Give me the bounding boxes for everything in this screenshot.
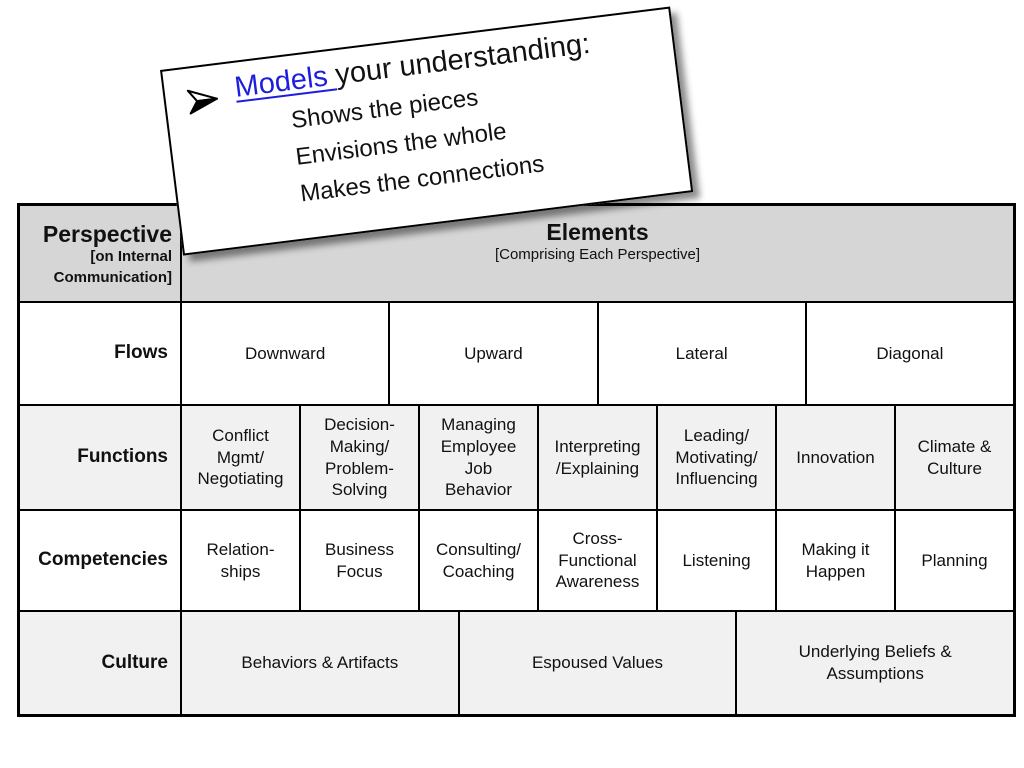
functions-cell-managing: Managing Employee Job Behavior — [418, 406, 537, 509]
functions-cell-interpreting: Interpreting /Explaining — [537, 406, 656, 509]
flows-cell-downward: Downward — [180, 303, 388, 404]
functions-cell-decision: Decision- Making/ Problem- Solving — [299, 406, 418, 509]
flows-row: Flows Downward Upward Lateral Diagonal — [20, 301, 1013, 404]
row-label-culture: Culture — [20, 612, 180, 714]
culture-row: Culture Behaviors & Artifacts Espoused V… — [20, 610, 1014, 714]
functions-cell-climate: Climate & Culture — [894, 406, 1013, 509]
functions-cell-conflict: Conflict Mgmt/ Negotiating — [180, 406, 299, 509]
perspective-title: Perspective — [42, 221, 172, 247]
perspective-subtitle: [on Internal Communication] — [53, 248, 172, 286]
header-perspective-cell: Perspective [on Internal Communication] — [20, 206, 180, 301]
flows-cell-diagonal: Diagonal — [804, 303, 1013, 404]
culture-cell-underlying: Underlying Beliefs & Assumptions — [735, 612, 1014, 714]
culture-cell-espoused: Espoused Values — [457, 612, 736, 714]
culture-cell-behaviors: Behaviors & Artifacts — [180, 612, 458, 714]
competencies-cell-making: Making it Happen — [775, 511, 894, 610]
elements-subtitle: [Comprising Each Perspective] — [494, 246, 701, 264]
row-label-competencies: Competencies — [38, 549, 168, 571]
flows-cell-upward: Upward — [388, 303, 596, 404]
elements-title: Elements — [546, 219, 649, 245]
competencies-cell-consulting: Consulting/ Coaching — [418, 511, 537, 610]
competencies-cell-crossfunctional: Cross- Functional Awareness — [537, 511, 656, 610]
functions-cell-innovation: Innovation — [775, 406, 894, 509]
competencies-cell-relationships: Relation- ships — [180, 511, 299, 610]
functions-cell-leading: Leading/ Motivating/ Influencing — [656, 406, 775, 509]
competencies-row: Competencies Relation- ships Business Fo… — [20, 509, 1013, 610]
flows-cell-lateral: Lateral — [596, 303, 805, 404]
arrow-bullet-icon — [185, 85, 223, 121]
functions-row: Functions Conflict Mgmt/ Negotiating Dec… — [20, 404, 1013, 509]
competencies-cell-business: Business Focus — [299, 511, 418, 610]
table-header-row: Perspective [on Internal Communication] … — [20, 206, 1013, 301]
competencies-cell-listening: Listening — [656, 511, 775, 610]
row-label-functions: Functions — [20, 406, 180, 509]
perspectives-table: Perspective [on Internal Communication] … — [17, 203, 1016, 717]
callout-title-line: Models your understanding: — [183, 27, 593, 121]
row-label-flows: Flows — [114, 342, 168, 364]
competencies-cell-planning: Planning — [894, 511, 1013, 610]
models-callout-box: Models your understanding: Shows the pie… — [160, 6, 694, 256]
